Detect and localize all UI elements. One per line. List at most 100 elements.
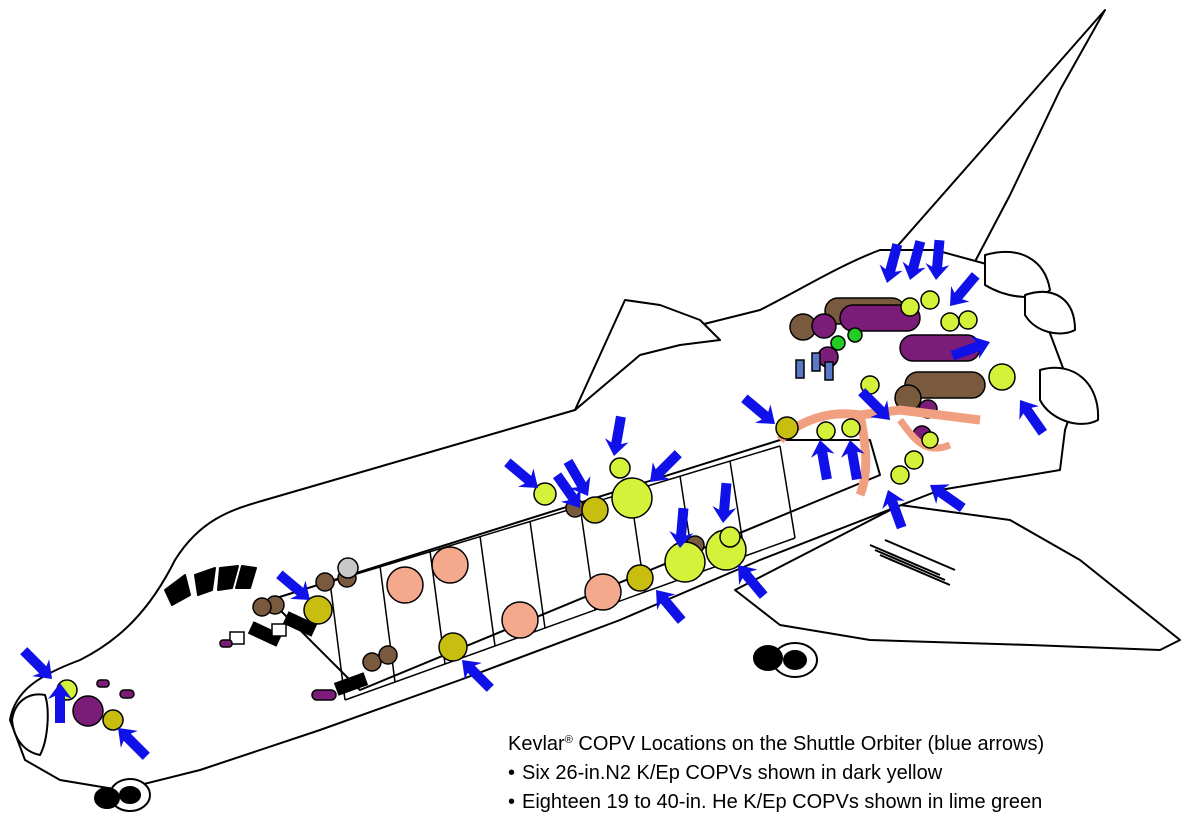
equipment-box	[271, 623, 287, 637]
thruster	[811, 352, 821, 372]
left-wing	[574, 299, 721, 411]
he-copv	[900, 297, 920, 317]
purple-tank	[811, 313, 837, 339]
n2-copv	[303, 595, 333, 625]
blue-arrow	[650, 450, 682, 482]
n2-copv	[775, 416, 799, 440]
blue-arrow	[902, 240, 926, 280]
he-copv	[921, 431, 939, 449]
blue-arrow	[276, 570, 310, 600]
blue-arrow	[604, 415, 629, 456]
he-copv	[719, 526, 741, 548]
nose-cap	[11, 693, 49, 756]
blue-arrow	[882, 490, 907, 530]
brown-tank	[362, 652, 382, 672]
nose-landing-gear	[94, 778, 151, 812]
blue-arrow	[738, 565, 768, 599]
caption-title-prefix: Kevlar	[508, 733, 565, 755]
he-copvs-lime-green	[56, 290, 1016, 701]
he-copv	[611, 477, 653, 519]
he-copv	[920, 290, 940, 310]
blue-arrow	[712, 482, 737, 523]
blue-arrow	[563, 458, 591, 496]
purple-cylinder	[119, 689, 135, 699]
blue-arrow	[462, 660, 494, 692]
copv-caption: Kevlar® COPV Locations on the Shuttle Or…	[508, 726, 1178, 817]
he-copv	[609, 457, 631, 479]
bullet-symbol: •	[508, 791, 516, 813]
blue-arrow	[118, 728, 150, 760]
he-copv	[533, 482, 557, 506]
small-green-tank	[830, 335, 846, 351]
blue-arrow	[504, 458, 538, 488]
he-copv	[890, 465, 910, 485]
caption-bullet-n2: • Six 26-in.N2 K/Ep COPVs shown in dark y…	[508, 759, 1178, 788]
blue-arrow	[840, 440, 865, 481]
engine-bell-upper	[984, 250, 1051, 298]
purple-cylinder	[839, 304, 921, 332]
purple-cylinder	[219, 639, 233, 648]
blue-arrow	[20, 647, 52, 679]
small-green-tank	[847, 327, 863, 343]
bullet-symbol: •	[508, 762, 516, 784]
he-copv	[940, 312, 960, 332]
caption-title: Kevlar® COPV Locations on the Shuttle Or…	[508, 726, 1178, 759]
he-copv	[664, 541, 706, 583]
equipment-box	[229, 631, 245, 645]
equipment-box	[282, 611, 318, 637]
cockpit-window-1	[164, 574, 191, 606]
blue-arrow	[552, 472, 581, 508]
copv-arrows	[20, 239, 1048, 760]
blue-arrow	[930, 484, 966, 513]
blue-arrow	[858, 388, 890, 420]
purple-tank	[72, 695, 104, 727]
cockpit-window-4	[235, 565, 257, 589]
other-tanks	[72, 297, 986, 727]
blue-arrow	[656, 590, 686, 624]
thruster	[824, 361, 834, 381]
brown-tank	[378, 645, 398, 665]
caption-bullet-text: Six 26-in.N2 K/Ep COPVs shown in dark ye…	[522, 762, 943, 784]
cockpit-window-2	[194, 567, 216, 596]
grey-tank	[337, 557, 359, 579]
caption-bullet-text: Eighteen 19 to 40-in. He K/Ep COPVs show…	[522, 791, 1043, 813]
blue-arrow	[48, 683, 72, 723]
purple-cylinder	[311, 689, 337, 701]
plumbing	[897, 417, 952, 452]
he-copv	[816, 421, 836, 441]
blue-arrow	[950, 336, 990, 361]
blue-arrow	[925, 239, 950, 280]
equipment-box	[333, 672, 369, 696]
engine-bell-lower	[1039, 366, 1100, 425]
n2-copv	[438, 632, 468, 662]
main-landing-gear	[753, 642, 818, 678]
caption-title-suffix: COPV Locations on the Shuttle Orbiter (b…	[572, 733, 1045, 755]
thruster	[795, 359, 805, 379]
orbiter-outline	[9, 9, 1181, 812]
blue-arrow	[1019, 400, 1048, 436]
n2-copv	[626, 564, 654, 592]
salmon-tank	[584, 573, 622, 611]
blue-arrow	[950, 272, 980, 306]
blue-arrow	[669, 507, 694, 548]
salmon-tank	[431, 546, 469, 584]
registered-mark: ®	[564, 734, 573, 746]
engine-bell-mid	[1024, 290, 1076, 335]
salmon-tank	[386, 566, 424, 604]
equipment-box	[247, 621, 283, 647]
n2-copvs-dark-yellow	[102, 416, 799, 731]
blue-arrow	[810, 440, 835, 481]
blue-arrow	[879, 243, 903, 283]
he-copv	[958, 310, 978, 330]
he-copv	[904, 450, 924, 470]
salmon-tank	[501, 601, 539, 639]
n2-copv	[581, 496, 609, 524]
caption-bullet-he: • Eighteen 19 to 40-in. He K/Ep COPVs sho…	[508, 788, 1178, 817]
purple-cylinder	[96, 679, 110, 688]
n2-copv	[102, 709, 124, 731]
cockpit-window-3	[217, 565, 239, 591]
blue-arrow	[741, 394, 775, 424]
brown-tank	[315, 572, 335, 592]
plumbing	[855, 414, 871, 497]
